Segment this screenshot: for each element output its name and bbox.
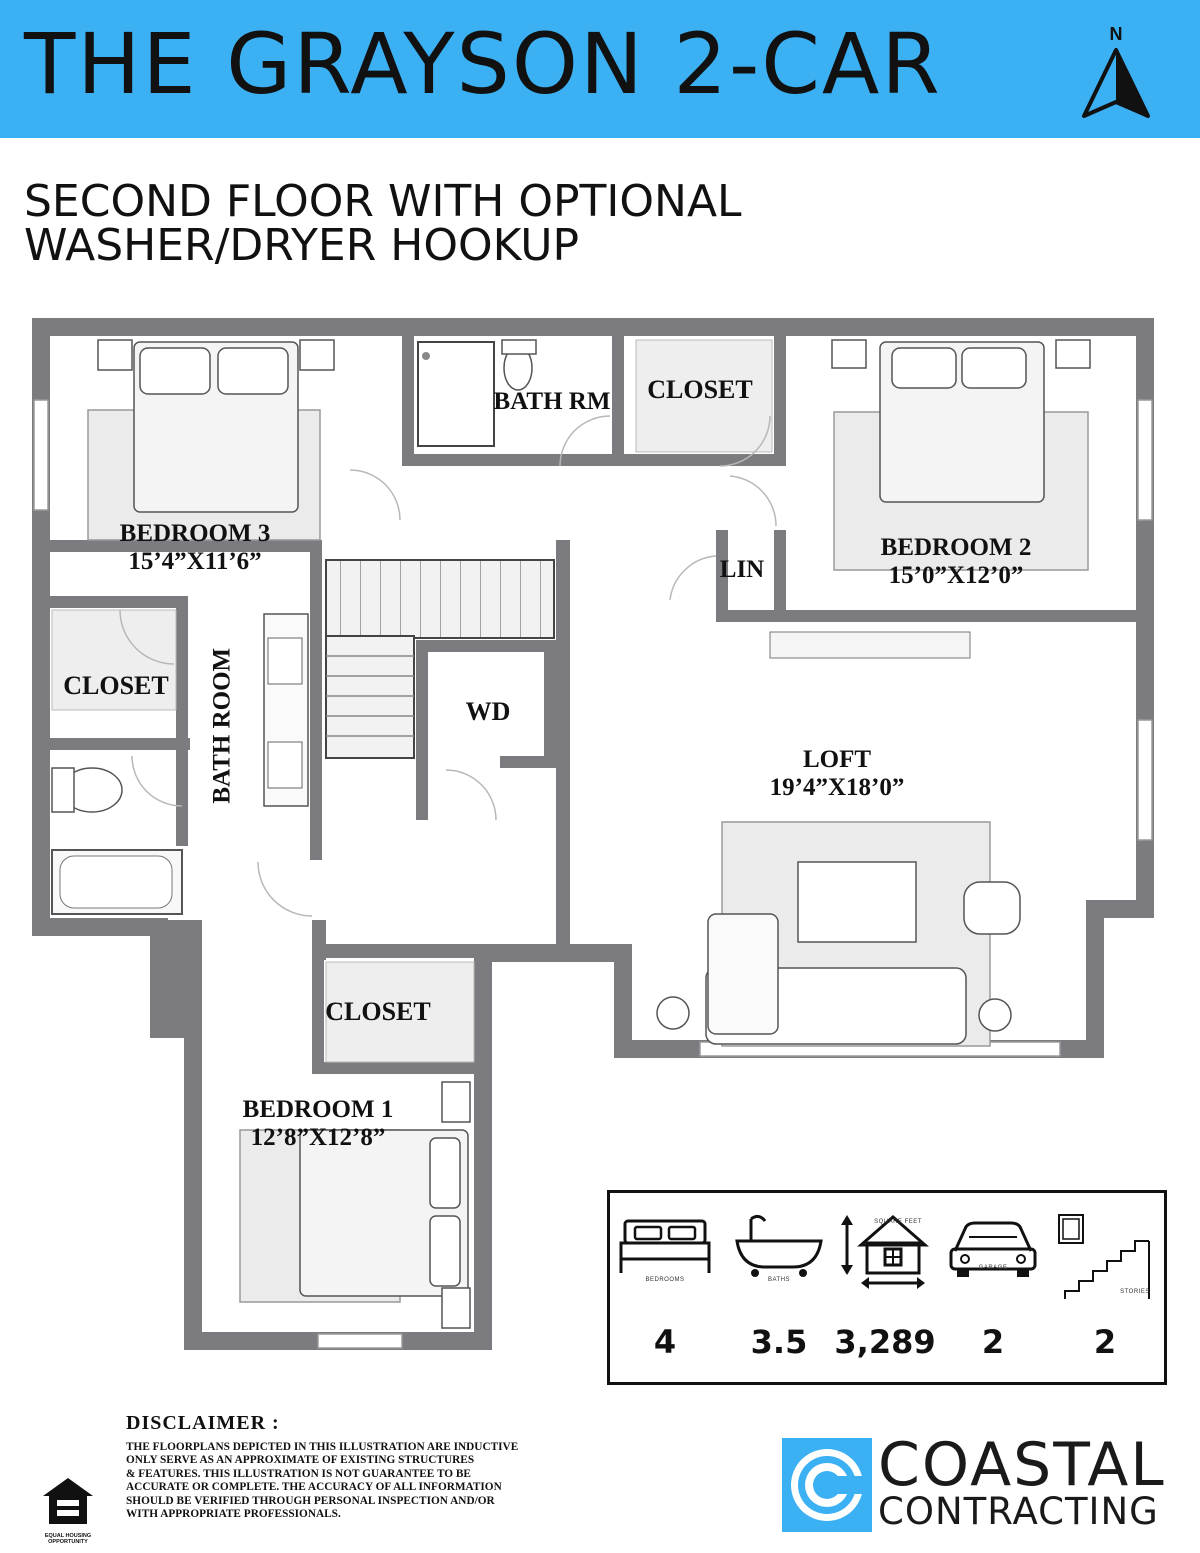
room-size: 15’0”X12’0” [888, 561, 1024, 589]
stat-garage: GARAGE [938, 1211, 1048, 1277]
room-label-bath-rm: BATH RM [493, 388, 611, 415]
disclaimer-line: ACCURATE OR COMPLETE. THE ACCURACY OF AL… [126, 1481, 502, 1494]
stat-value: 3,289 [834, 1323, 936, 1361]
room-size: 12’8”X12’8” [250, 1123, 386, 1151]
stat-stories: STORIES [1050, 1211, 1160, 1299]
room-label-lin: LIN [719, 556, 765, 583]
stat-value: 3.5 [750, 1323, 808, 1361]
room-label-bath-room: BATH ROOM [208, 647, 236, 804]
company-logo: COASTAL CONTRACTING [782, 1430, 1172, 1536]
logo-word-contracting: CONTRACTING [878, 1490, 1159, 1533]
disclaimer-line: & FEATURES. THIS ILLUSTRATION IS NOT GUA… [126, 1467, 471, 1480]
disclaimer-line: WITH APPROPRIATE PROFESSIONALS. [126, 1508, 341, 1521]
stat-bedrooms: BEDROOMS [610, 1211, 720, 1283]
plan-subtitle: SECOND FLOOR WITH OPTIONAL WASHER/DRYER … [24, 180, 804, 268]
bed-icon [619, 1219, 711, 1273]
room-label-bedroom-2: BEDROOM 2 15’0”X12’0” [858, 534, 1054, 589]
room-name: BEDROOM 2 [880, 534, 1032, 561]
disclaimer-line: ONLY SERVE AS AN APPROXIMATE OF EXISTING… [126, 1454, 475, 1467]
header-banner: THE GRAYSON 2-CAR N [0, 0, 1200, 138]
home-stats-panel: BEDROOMS 4 BATHS 3.5 SQUARE FEET 3,28 [607, 1190, 1167, 1385]
room-size: 19’4”X18’0” [769, 773, 905, 801]
stat-value: 4 [653, 1323, 677, 1361]
room-label-closet-bottom: CLOSET [325, 997, 431, 1026]
disclaimer-line: THE FLOORPLANS DEPICTED IN THIS ILLUSTRA… [126, 1441, 519, 1453]
room-label-closet-left: CLOSET [63, 671, 169, 700]
stat-caption: SQUARE FEET [874, 1219, 922, 1225]
north-arrow-icon: N [1082, 24, 1150, 118]
disclaimer-line: SHOULD BE VERIFIED THROUGH PERSONAL INSP… [126, 1494, 495, 1507]
furniture [87, 339, 1091, 1329]
equal-housing-icon [43, 1478, 93, 1524]
stat-value: 2 [1093, 1323, 1117, 1361]
stat-caption: GARAGE [978, 1265, 1008, 1271]
coastal-c-icon [782, 1438, 872, 1532]
stat-baths: BATHS [724, 1211, 834, 1283]
bathtub-icon [735, 1214, 823, 1277]
room-label-loft: LOFT 19’4”X18’0” [740, 746, 934, 801]
disclaimer-heading: DISCLAIMER : [126, 1412, 280, 1434]
stairs-icon [1058, 1214, 1150, 1299]
logo-word-coastal: COASTAL [878, 1430, 1166, 1500]
room-label-wd: WD [465, 697, 511, 726]
stat-caption: STORIES [1120, 1289, 1150, 1295]
floor-plan [32, 318, 1154, 1360]
room-size: 15’4”X11’6” [128, 547, 262, 575]
page-title: THE GRAYSON 2-CAR [24, 15, 942, 113]
equal-housing-line-2: OPPORTUNITY [48, 1539, 88, 1545]
car-icon [949, 1221, 1037, 1277]
compass-label: N [1110, 24, 1123, 44]
subtitle-line-2: WASHER/DRYER HOOKUP [24, 220, 580, 271]
door-swings [119, 415, 777, 917]
equal-housing-line-1: EQUAL HOUSING [44, 1533, 92, 1539]
subtitle-line-1: SECOND FLOOR WITH OPTIONAL [24, 176, 742, 227]
stat-square-feet: SQUARE FEET [830, 1211, 940, 1289]
stat-caption: BEDROOMS [645, 1277, 685, 1283]
room-label-bedroom-3: BEDROOM 3 15’4”X11’6” [100, 520, 290, 575]
disclaimer: DISCLAIMER : THE FLOORPLANS DEPICTED IN … [126, 1412, 596, 1521]
room-label-bedroom-1: BEDROOM 1 12’8”X12’8” [218, 1096, 418, 1151]
interior-fixtures [51, 339, 971, 1063]
room-name: BEDROOM 3 [119, 520, 271, 547]
room-label-closet-top: CLOSET [647, 375, 753, 404]
stat-value: 2 [981, 1323, 1005, 1361]
room-name: LOFT [802, 746, 872, 773]
equal-housing-logo: EQUAL HOUSING OPPORTUNITY [34, 1476, 102, 1548]
stat-caption: BATHS [767, 1277, 791, 1283]
room-name: BEDROOM 1 [242, 1096, 394, 1123]
house-icon [841, 1215, 929, 1289]
